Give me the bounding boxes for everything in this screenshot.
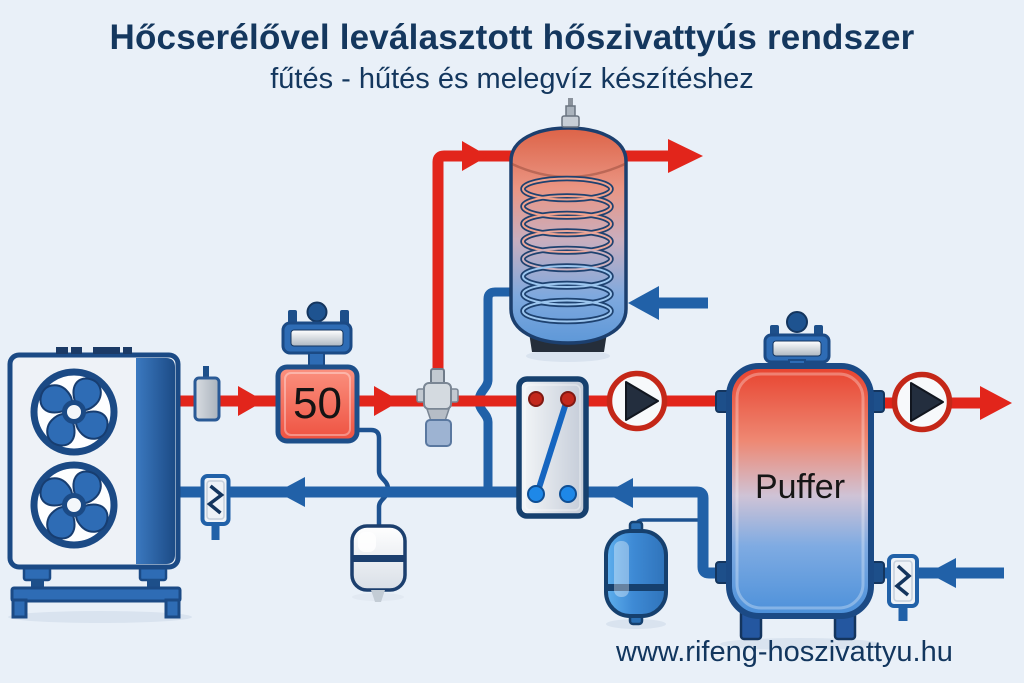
flow-arrow-left-icon (628, 286, 659, 320)
flow-arrow-left-icon (277, 477, 305, 507)
circulation-pump-icon (891, 371, 953, 433)
separator-box-50 (275, 301, 360, 444)
flow-arrow-left-icon (928, 558, 956, 588)
page-title: Hőcserélővel leválasztott hőszivattyús r… (109, 18, 915, 57)
vent-marks (56, 347, 132, 354)
air-vent-icon (561, 98, 580, 128)
plate-heat-exchanger (516, 376, 589, 519)
gauge-icon (281, 301, 353, 369)
check-valve-icon (200, 474, 231, 540)
website-url: www.rifeng-hoszivattyu.hu (616, 636, 953, 668)
fan-icon (30, 368, 118, 456)
heat-pump-unit (7, 347, 181, 570)
expansion-vessel-blue (604, 520, 668, 626)
flow-arrow-left-icon (606, 478, 633, 508)
flow-arrows (238, 139, 1012, 588)
page-subtitle: fűtés - hűtés és melegvíz készítéshez (270, 63, 754, 95)
flow-arrow-right-icon (462, 141, 488, 171)
dhw-tank (509, 98, 628, 352)
heat-pump-stand (10, 564, 182, 619)
fan-icon (30, 461, 118, 549)
buffer-tank (715, 311, 885, 641)
check-valve-icon (887, 554, 919, 621)
separator-box-label: 50 (293, 379, 342, 428)
buffer-tank-label: Puffer (754, 468, 846, 506)
safety-valve-icon (416, 368, 459, 447)
pipe-expansion-white-link (356, 427, 391, 527)
flow-arrow-right-icon (238, 386, 264, 416)
coil-icon (520, 175, 614, 325)
sensor-icon (193, 366, 221, 422)
expansion-vessel-white (350, 524, 407, 602)
flow-arrow-right-icon (374, 386, 400, 416)
flow-arrow-right-icon (668, 139, 703, 173)
circulation-pump-icon (606, 370, 668, 432)
flow-arrow-right-icon (980, 386, 1012, 420)
